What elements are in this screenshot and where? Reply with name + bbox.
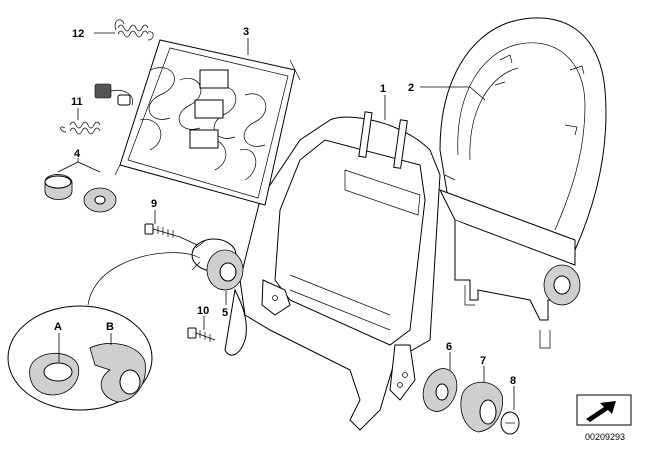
callout-4: 4 — [74, 148, 81, 160]
part-2-rear-panel[interactable] — [438, 17, 607, 349]
callout-2: 2 — [408, 82, 414, 94]
leader-line-2b — [469, 86, 486, 101]
callout-11: 11 — [71, 96, 83, 108]
part-10-bolt[interactable] — [187, 327, 216, 342]
arrow-frame-icon[interactable] — [576, 394, 632, 426]
part-7-cover-cap[interactable] — [460, 381, 503, 433]
callout-9: 9 — [151, 198, 157, 210]
part-A-clip[interactable] — [29, 352, 80, 396]
callout-10: 10 — [197, 305, 209, 317]
part-4-knob-washer[interactable] — [44, 174, 117, 213]
part-8-small-cap[interactable] — [500, 411, 520, 435]
callout-A: A — [54, 321, 62, 333]
part-B-clip[interactable] — [89, 343, 146, 403]
callout-3: 3 — [243, 26, 249, 38]
part-1-backrest-frame[interactable] — [224, 111, 441, 431]
part-5-recliner-mechanism[interactable] — [191, 238, 244, 291]
part-3-spring-mat[interactable] — [114, 39, 301, 206]
callout-5: 5 — [222, 307, 228, 319]
callout-B: B — [106, 321, 114, 333]
part-9-screw[interactable] — [144, 223, 181, 238]
callout-1: 1 — [380, 83, 386, 95]
callout-12: 12 — [72, 28, 84, 40]
part-12-tension-spring[interactable] — [114, 19, 154, 41]
callout-7: 7 — [480, 355, 486, 367]
reference-number: 00209293 — [585, 432, 625, 442]
part-11-cable-spring[interactable] — [60, 83, 133, 135]
leader-line-4 — [57, 158, 101, 173]
callout-6: 6 — [446, 341, 452, 353]
part-6-cover-disc[interactable] — [417, 364, 462, 416]
callout-8: 8 — [510, 375, 516, 387]
